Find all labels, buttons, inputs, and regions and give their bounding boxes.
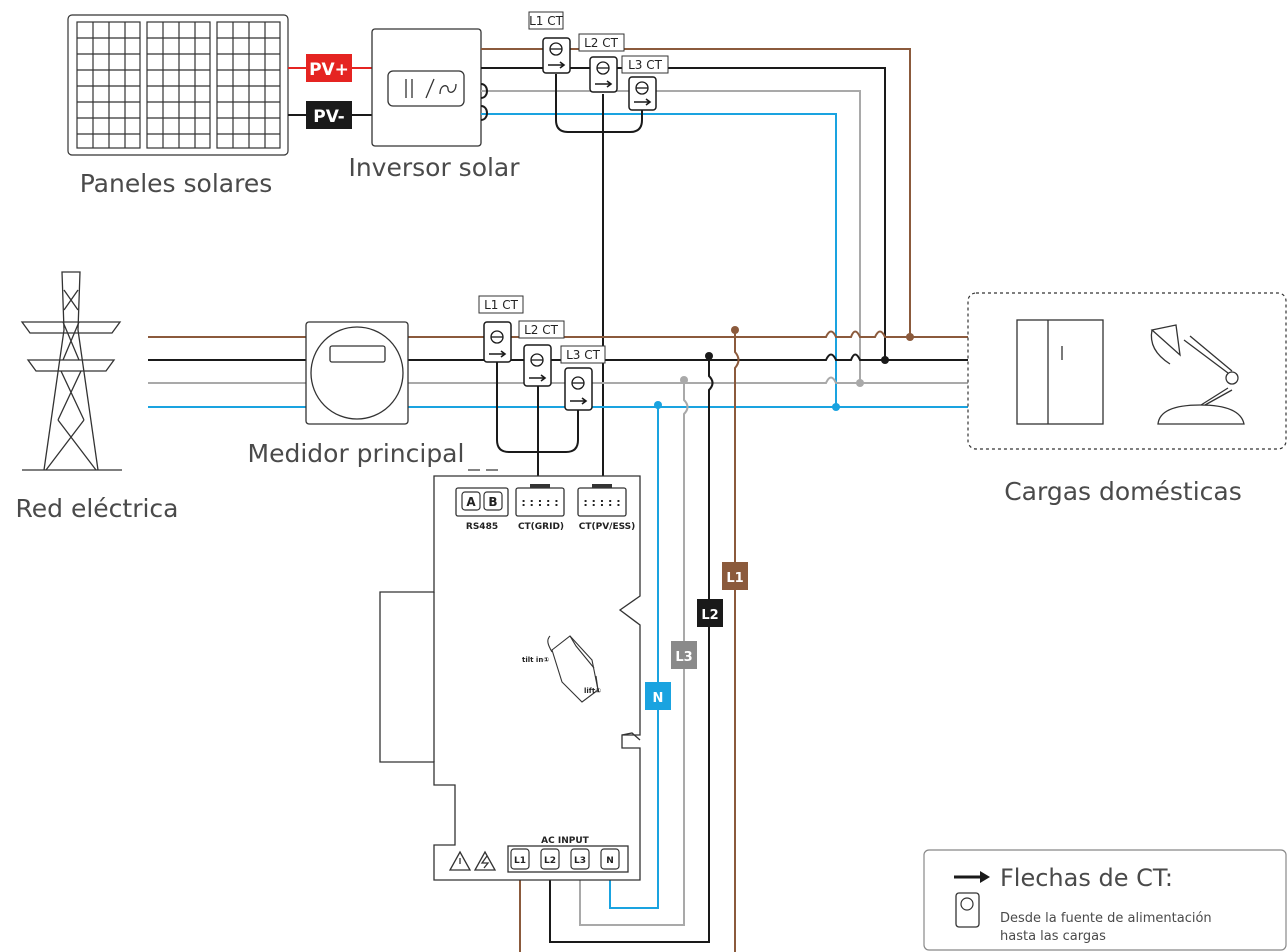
svg-text:CT(PV/ESS): CT(PV/ESS) <box>579 522 636 532</box>
lower-ct-l3: L3 CT <box>560 345 606 411</box>
terminal-n: N <box>600 848 620 870</box>
svg-text:L2: L2 <box>544 856 556 866</box>
ac-input-label: AC INPUT <box>541 836 589 846</box>
svg-text:L2 CT: L2 CT <box>584 36 619 50</box>
solar-panels <box>67 14 289 156</box>
upper-ct-l2: L2 CT <box>578 33 625 93</box>
svg-text:N: N <box>653 691 664 706</box>
electric-hazard-icon <box>473 850 497 871</box>
svg-text:L3 CT: L3 CT <box>628 58 663 72</box>
svg-text:: : : : :: : : : : : <box>583 496 620 509</box>
tilt-label: tilt in① <box>522 656 549 664</box>
lower-ct-l2: L2 CT <box>518 320 565 387</box>
svg-text:L3: L3 <box>574 856 586 866</box>
terminal-l2: L2 <box>540 848 560 870</box>
upper-ct-cables <box>555 74 643 480</box>
lamp-icon <box>1150 324 1245 425</box>
legend-desc-1: Desde la fuente de alimentación <box>1000 911 1212 926</box>
main-meter <box>305 321 409 425</box>
upper-ct-l1: L1 CT <box>528 11 571 74</box>
svg-text:L3: L3 <box>675 650 692 665</box>
upper-ct-l3: L3 CT <box>621 55 669 111</box>
wire-tag-l2: L2 <box>697 599 723 627</box>
warning-icon <box>448 850 472 871</box>
lower-ct-l1: L1 CT <box>478 295 524 363</box>
inverter-label: Inversor solar <box>348 153 520 182</box>
ct-pv-connector: : : : : : CT(PV/ESS) <box>577 484 636 532</box>
svg-text:PV-: PV- <box>313 107 344 127</box>
mounting-illustration <box>547 635 599 703</box>
wire-tag-n: N <box>645 682 671 710</box>
svg-text:L2: L2 <box>701 608 718 623</box>
svg-text:L1: L1 <box>514 856 526 866</box>
grid-tower <box>20 271 122 471</box>
junction-dots <box>654 326 914 411</box>
loads-box <box>967 292 1287 450</box>
svg-text:N: N <box>606 856 614 866</box>
svg-text:PV+: PV+ <box>309 60 349 80</box>
svg-text:A: A <box>466 495 476 509</box>
pv-plus-tag: PV+ <box>306 54 352 82</box>
legend-desc-2: hasta las cargas <box>1000 929 1106 944</box>
grid-label: Red eléctrica <box>16 494 179 523</box>
fridge-icon <box>1016 319 1104 425</box>
panels-label: Paneles solares <box>80 169 273 198</box>
terminal-l3: L3 <box>570 848 590 870</box>
smart-meter-device <box>379 475 641 881</box>
svg-text:L3 CT: L3 CT <box>566 348 601 362</box>
svg-text:L2 CT: L2 CT <box>524 323 559 337</box>
meter-label: Medidor principal <box>248 439 465 468</box>
terminal-l1: L1 <box>510 848 530 870</box>
lower-ct-cables <box>496 362 579 478</box>
svg-text:L1 CT: L1 CT <box>529 14 564 28</box>
rs485-connector: A B RS485 <box>455 487 509 532</box>
wire-tag-l1: L1 <box>722 562 748 590</box>
grid-lines <box>148 330 968 408</box>
drop-lines <box>519 330 740 952</box>
wire-tag-l3: L3 <box>671 641 697 669</box>
solar-inverter <box>371 28 482 147</box>
svg-text:RS485: RS485 <box>466 522 498 532</box>
pv-minus-tag: PV- <box>306 101 352 129</box>
svg-text:B: B <box>488 495 497 509</box>
lift-label: lift① <box>584 687 601 695</box>
svg-text:CT(GRID): CT(GRID) <box>518 522 564 532</box>
svg-text:L1: L1 <box>726 571 743 586</box>
loads-label: Cargas domésticas <box>1004 477 1242 506</box>
ct-arrow-legend: Flechas de CT: Desde la fuente de alimen… <box>923 849 1287 951</box>
svg-text:: : : : :: : : : : : <box>521 496 558 509</box>
ct-grid-connector: : : : : : CT(GRID) <box>515 484 565 532</box>
svg-text:L1 CT: L1 CT <box>484 298 519 312</box>
legend-title: Flechas de CT: <box>1000 864 1173 892</box>
